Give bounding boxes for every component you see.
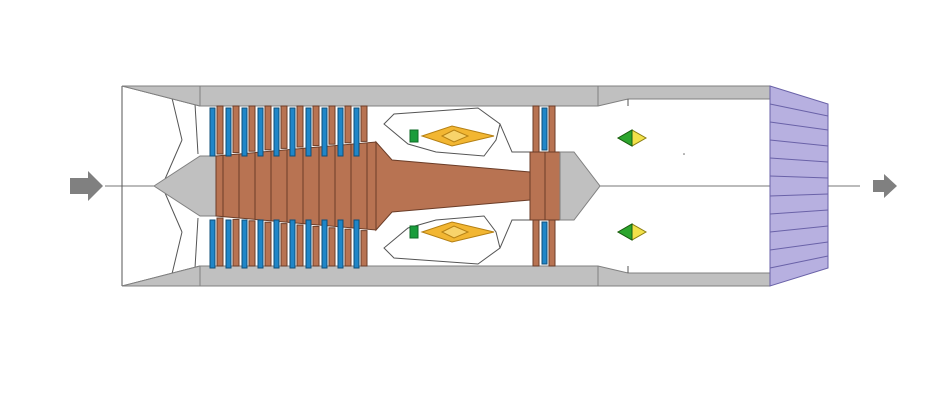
exhaust-nozzle (769, 85, 829, 287)
stator-vane (305, 107, 312, 157)
stator-vane (321, 107, 328, 157)
stator-vane (209, 219, 216, 269)
rotor-blade (344, 228, 352, 267)
casing-bottom (121, 265, 771, 287)
combustion-chamber-top (383, 107, 501, 157)
stray-dot (683, 153, 685, 155)
stator-vane (273, 219, 280, 269)
stator-vane (321, 219, 328, 269)
combustion-chamber-bottom (383, 215, 501, 265)
compressor-rotor (215, 141, 377, 231)
stator-vane (241, 219, 248, 269)
rotor-blade (312, 225, 320, 267)
stator-vane (337, 219, 344, 269)
casing-top (121, 85, 771, 107)
rotor-blade (264, 105, 272, 151)
fuel-injector-bottom (409, 225, 419, 239)
stator-vane (353, 107, 360, 157)
compressor-stage-lines (222, 142, 368, 230)
stator-vane (225, 107, 232, 157)
rotor-blade (280, 105, 288, 149)
stator-vane (353, 219, 360, 269)
afterburner-flameholder-bottom (616, 223, 648, 241)
rotor-blade (360, 105, 368, 142)
afterburner-flameholder-top (616, 129, 648, 147)
compressor-blades (216, 105, 368, 267)
rotor-blade (280, 223, 288, 267)
rotor-blade (232, 218, 240, 267)
rotor-blade (328, 105, 336, 145)
rotor-blade (296, 105, 304, 148)
stator-vane (337, 107, 344, 157)
stator-vane (289, 107, 296, 157)
stator-vane (305, 219, 312, 269)
inlet-arrow (70, 171, 103, 201)
stator-vane (225, 219, 232, 269)
rotor-blade (216, 105, 224, 155)
stator-vane (209, 107, 216, 157)
inlet-spinner (153, 155, 217, 217)
stator-vane (273, 107, 280, 157)
rotor-blade (264, 221, 272, 267)
combustor-liner (499, 123, 530, 249)
stator-vane (289, 219, 296, 269)
rotor-blade (360, 230, 368, 267)
rotor-blade (248, 105, 256, 152)
shaft (375, 140, 531, 232)
nozzle-cone (559, 151, 601, 221)
rotor-blade (232, 105, 240, 154)
stator-vane (257, 107, 264, 157)
rotor-blade (248, 220, 256, 267)
fuel-injector-top (409, 129, 419, 143)
outlet-arrow (873, 174, 897, 198)
stator-vane (257, 219, 264, 269)
turbine-blades (532, 105, 556, 267)
rotor-blade (344, 105, 352, 144)
rotor-blade (312, 105, 320, 147)
rotor-blade (328, 227, 336, 267)
rotor-blade (296, 224, 304, 267)
compressor-stators (209, 107, 360, 269)
stator-vane (241, 107, 248, 157)
rotor-blade (216, 217, 224, 267)
